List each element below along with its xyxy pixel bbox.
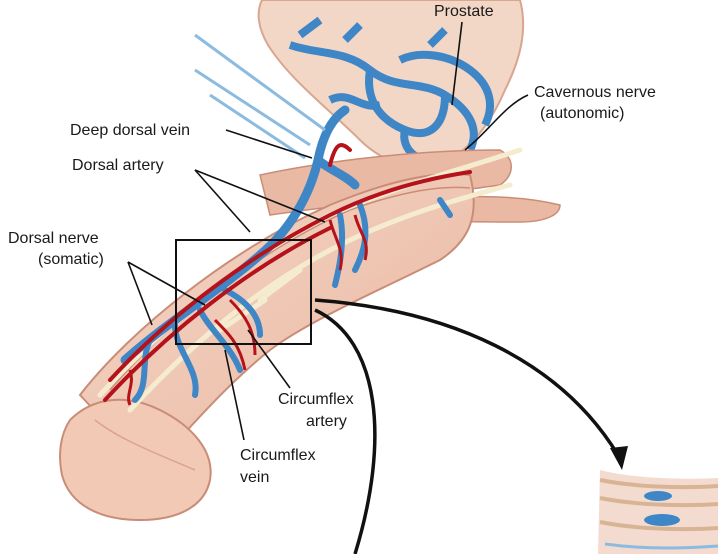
cross-section-inset [598,470,718,554]
label-dorsal-nerve-sub: (somatic) [38,251,104,268]
label-circumflex-artery: Circumflex [278,391,354,408]
leader-prostate [451,21,463,106]
label-circumflex-vein-sub: vein [240,469,269,486]
label-deep-dorsal-vein: Deep dorsal vein [70,122,190,139]
leader-dorsal-artery-b [194,169,326,223]
leader-circumflex-artery [247,329,291,389]
leader-deep-dorsal-vein [225,129,313,159]
label-dorsal-artery: Dorsal artery [72,157,164,174]
arrow-head [610,446,628,470]
label-circumflex-artery-sub: artery [306,413,347,430]
leader-lines [127,21,529,441]
label-cavernous-nerve: Cavernous nerve [534,84,656,101]
leader-cavernous-nerve [464,94,529,151]
penile-shaft [78,172,475,472]
label-prostate: Prostate [434,3,494,20]
dorsal-arteries [103,143,472,402]
leader-dorsal-nerve-b [127,261,206,306]
glans [59,398,212,522]
magnification-arc [314,308,377,554]
leader-dorsal-nerve-a [127,261,153,326]
exiting-vessels [194,33,326,160]
circumflex-arteries [127,214,368,406]
leader-dorsal-artery-a [194,169,251,233]
magnified-region-box [175,239,312,345]
label-dorsal-nerve: Dorsal nerve [8,230,99,247]
leader-circumflex-vein [224,349,245,441]
magnification-arrow [314,298,620,456]
glans-ridge [94,419,196,471]
label-cavernous-nerve-sub: (autonomic) [540,105,624,122]
label-circumflex-vein: Circumflex [240,447,316,464]
